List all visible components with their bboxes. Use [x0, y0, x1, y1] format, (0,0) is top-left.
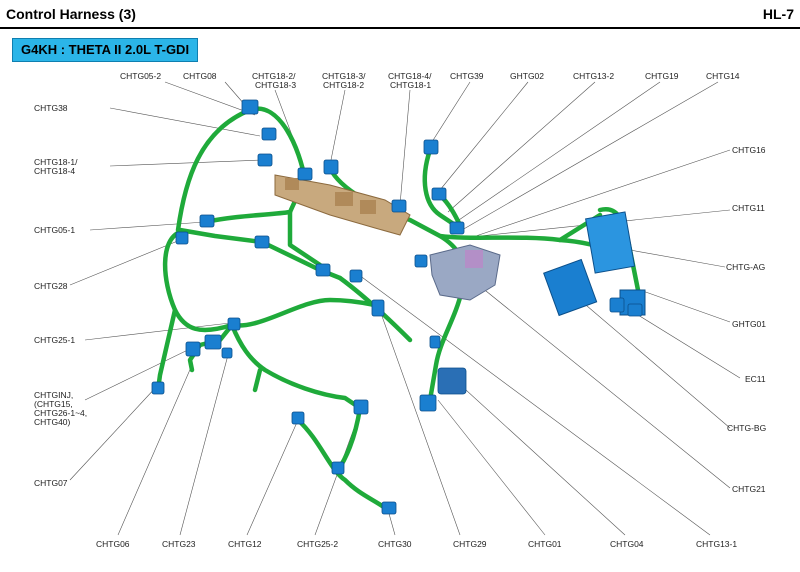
label-chtg05-1: CHTG05-1 — [34, 225, 75, 235]
label-chtg39: CHTG39 — [450, 71, 484, 81]
page-number: HL-7 — [762, 6, 794, 22]
label-chtg11: CHTG11 — [732, 203, 765, 213]
leader-lines — [69, 81, 741, 536]
label-chtg06: CHTG06 — [96, 539, 130, 549]
label-chtg18-1b: CHTG18-4 — [34, 166, 75, 176]
label-ec11: EC11 — [745, 374, 766, 384]
label-ghtg01: GHTG01 — [732, 319, 766, 329]
label-chtg28: CHTG28 — [34, 281, 68, 291]
label-chtg04: CHTG04 — [610, 539, 644, 549]
label-chtg21: CHTG21 — [732, 484, 766, 494]
throttle-body — [429, 244, 501, 301]
label-chtg13-2: CHTG13-2 — [573, 71, 614, 81]
right-module — [543, 211, 646, 317]
label-chtg18-4b: CHTG18-1 — [390, 80, 431, 90]
page-header: Control Harness (3) HL-7 — [0, 0, 800, 30]
label-chtg38: CHTG38 — [34, 103, 68, 113]
label-chtg18-1a: CHTG18-1/ — [34, 157, 78, 167]
label-chtginj-2: (CHTG15, — [34, 399, 73, 409]
label-chtg23: CHTG23 — [162, 539, 196, 549]
label-chtg-ag: CHTG-AG — [726, 262, 765, 272]
label-chtg25-2: CHTG25-2 — [297, 539, 338, 549]
label-chtg08: CHTG08 — [183, 71, 217, 81]
label-chtg01: CHTG01 — [528, 539, 562, 549]
label-chtg-bg: CHTG-BG — [727, 423, 766, 433]
label-chtg25-1: CHTG25-1 — [34, 335, 75, 345]
label-ghtg02: GHTG02 — [510, 71, 544, 81]
junction-block — [274, 174, 411, 236]
label-chtg29: CHTG29 — [453, 539, 487, 549]
label-chtg07: CHTG07 — [34, 478, 68, 488]
page-title: Control Harness (3) — [6, 6, 136, 22]
label-chtginj-1: CHTGINJ, — [34, 390, 73, 400]
label-chtg18-3a: CHTG18-3/ — [322, 71, 366, 81]
label-chtg30: CHTG30 — [378, 539, 412, 549]
label-chtg18-4a: CHTG18-4/ — [388, 71, 432, 81]
engine-badge: G4KH : THETA II 2.0L T-GDI — [12, 38, 199, 62]
label-chtg16: CHTG16 — [732, 145, 766, 155]
label-chtg12: CHTG12 — [228, 539, 262, 549]
label-chtg14: CHTG14 — [706, 71, 740, 81]
connectors — [151, 99, 643, 515]
connector-labels: CHTG05-2 CHTG08 CHTG18-2/ CHTG18-3 CHTG1… — [34, 71, 766, 549]
header-rule — [0, 27, 800, 29]
label-chtg18-2a: CHTG18-2/ — [252, 71, 296, 81]
label-chtg19: CHTG19 — [645, 71, 679, 81]
label-chtg05-2: CHTG05-2 — [120, 71, 161, 81]
label-chtg18-2b: CHTG18-3 — [255, 80, 296, 90]
label-chtg13-1: CHTG13-1 — [696, 539, 737, 549]
label-chtg18-3b: CHTG18-2 — [323, 80, 364, 90]
label-chtginj-4: CHTG40) — [34, 417, 71, 427]
label-chtginj-3: CHTG26-1~4, — [34, 408, 87, 418]
